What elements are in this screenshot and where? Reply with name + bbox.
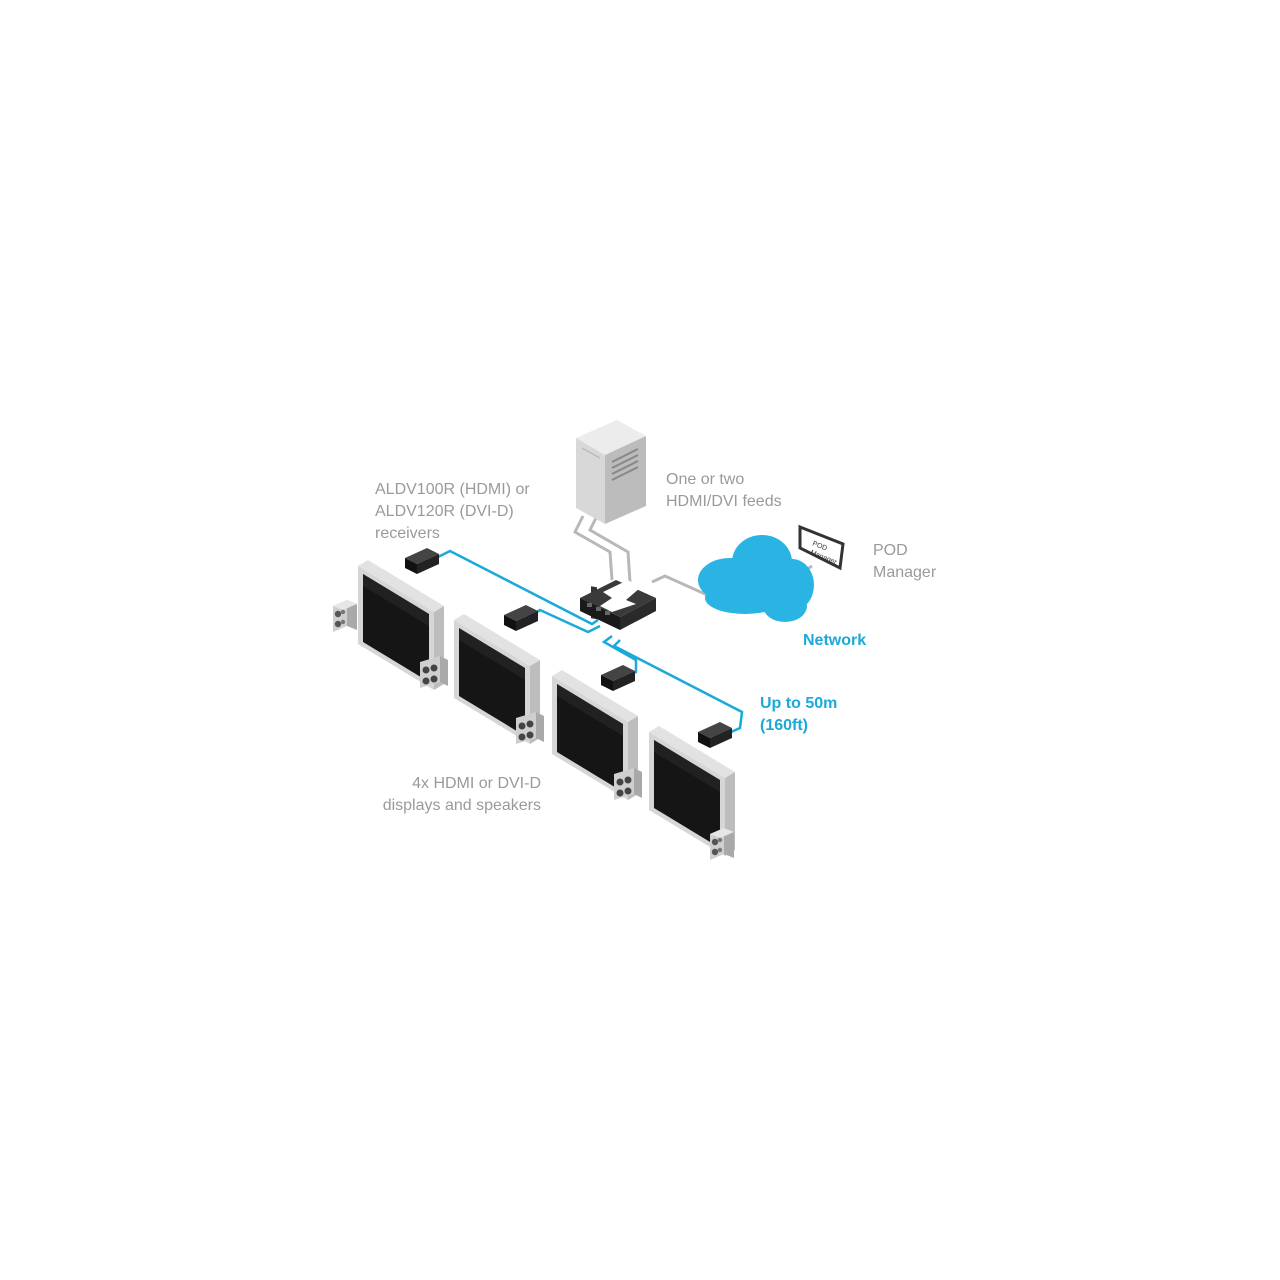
pod-manager-screen-icon: POD Manager	[798, 524, 845, 571]
transmitter-hub-icon	[580, 580, 656, 630]
pod-manager-label-line-1: POD	[873, 542, 908, 559]
server-tower-icon	[576, 420, 646, 620]
network-cloud-icon	[698, 535, 814, 622]
receivers-label-line-2: ALDV120R (DVI-D)	[375, 503, 514, 520]
distance-label: Up to 50m (160ft)	[760, 693, 837, 737]
displays-label-line-1: 4x HDMI or DVI-D	[412, 775, 541, 792]
network-label: Network	[803, 630, 866, 652]
network-label-text: Network	[803, 632, 867, 649]
displays-label: 4x HDMI or DVI-D displays and speakers	[368, 773, 541, 817]
displays-label-line-2: displays and speakers	[382, 797, 541, 814]
feeds-label-line-1: One or two	[666, 471, 745, 488]
receivers-label-line-1: ALDV100R (HDMI) or	[375, 481, 530, 498]
feeds-label: One or two HDMI/DVI feeds	[666, 469, 782, 513]
distance-label-line-1: Up to 50m	[760, 695, 838, 712]
receivers-label-line-3: receivers	[375, 525, 440, 542]
server-to-hub-cable	[573, 515, 632, 583]
feeds-label-line-2: HDMI/DVI feeds	[666, 493, 782, 510]
receivers-label: ALDV100R (HDMI) or ALDV120R (DVI-D) rece…	[375, 479, 530, 545]
pod-manager-label-line-2: Manager	[873, 564, 937, 581]
distance-label-line-2: (160ft)	[760, 717, 809, 734]
pod-manager-label: POD Manager	[873, 540, 936, 584]
